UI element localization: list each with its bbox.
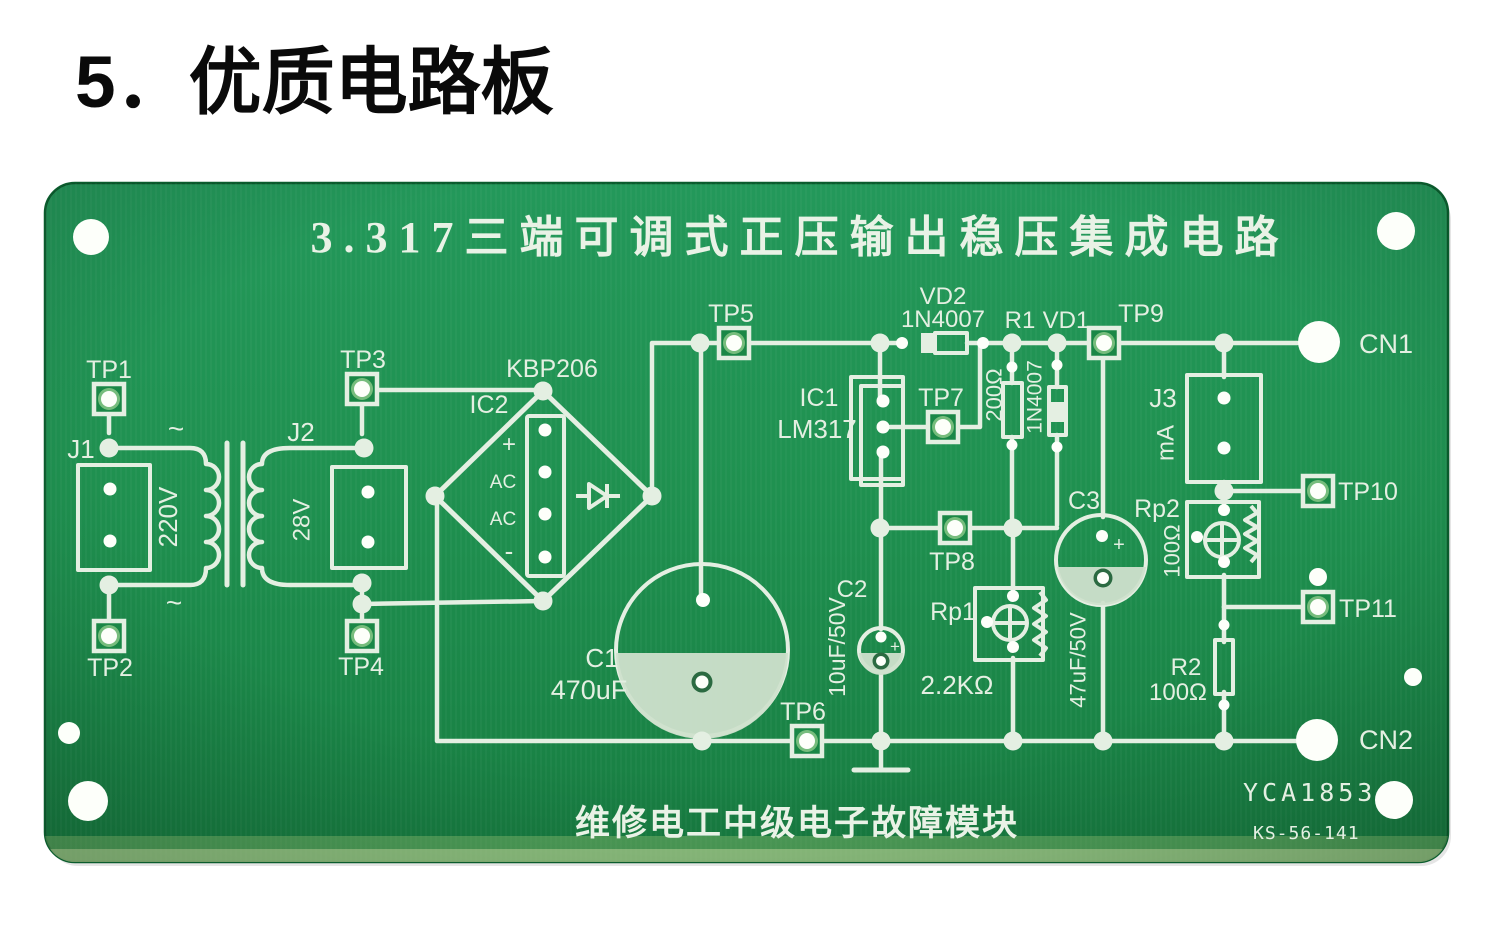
tp7-pad xyxy=(925,409,961,445)
label-transformer-secondary: 28V xyxy=(289,499,316,542)
label-tp6: TP6 xyxy=(780,698,826,726)
c3-polarity-mark: + xyxy=(1113,534,1125,556)
label-c1-value: 470uF xyxy=(551,675,628,705)
connector-j1-outline xyxy=(76,463,152,572)
board-model-number: KS-56-141 xyxy=(1253,823,1360,844)
page-title: 5．优质电路板 xyxy=(75,42,554,123)
label-tp10: TP10 xyxy=(1338,478,1398,506)
ic1-package-outline-b xyxy=(859,384,905,487)
label-vd1: VD1 xyxy=(1043,307,1090,334)
label-j3: J3 xyxy=(1149,383,1176,413)
tp3-pad xyxy=(344,371,380,407)
trace-tp4-bridge xyxy=(359,598,545,607)
label-tp3: TP3 xyxy=(340,346,386,374)
label-c1: C1 xyxy=(585,643,618,673)
resistor-r1-body xyxy=(1001,381,1024,439)
test-point-pads xyxy=(91,325,1336,759)
board-footer-text: 维修电工中级电子故障模块 xyxy=(575,804,1019,843)
mount-hole-bottom-left xyxy=(68,781,108,821)
label-lm317: LM317 xyxy=(777,414,857,444)
component-holes xyxy=(103,321,1340,761)
board-serial-number: YCA1853 xyxy=(1243,778,1376,807)
mount-hole-bottom-right xyxy=(1375,781,1413,819)
junction-dots xyxy=(99,333,1234,751)
tp4-pad xyxy=(344,618,380,654)
component-outlines xyxy=(76,331,1263,739)
bridge-diode-symbol xyxy=(576,482,620,510)
mounting-holes xyxy=(58,212,1422,821)
silkscreen-labels: 3.317三端可调式正压输出稳压集成电路 维修电工中级电子故障模块 YCA185… xyxy=(67,213,1413,844)
label-tp1: TP1 xyxy=(86,356,132,384)
mount-hole-top-right xyxy=(1377,212,1415,250)
trace-tp7-output-bus xyxy=(955,342,983,430)
label-r1-value: 200Ω xyxy=(982,368,1007,421)
tp10-pad xyxy=(1300,473,1336,509)
label-tp9: TP9 xyxy=(1118,300,1164,328)
cn1-hole xyxy=(1298,321,1340,363)
label-transformer-primary: 220V xyxy=(153,486,183,547)
label-tp7: TP7 xyxy=(918,384,964,412)
label-vd2-value: 1N4007 xyxy=(901,306,985,333)
tp6-pad xyxy=(789,723,825,759)
tp11-pad xyxy=(1300,589,1336,625)
resistor-r2-body xyxy=(1213,638,1235,696)
ac-mark-top: ~ xyxy=(168,413,184,444)
label-j3-unit: mA xyxy=(1153,425,1180,461)
cn2-hole xyxy=(1296,719,1338,761)
diode-vd1-body xyxy=(1047,385,1068,437)
small-hole-right-2 xyxy=(1404,668,1422,686)
label-rp1: Rp1 xyxy=(930,598,976,626)
tp2-pad xyxy=(91,618,127,654)
mount-hole-top-left xyxy=(73,219,109,255)
label-ic1: IC1 xyxy=(800,384,839,412)
ac-mark-bottom: ~ xyxy=(166,587,182,618)
bridge-pin-plus: + xyxy=(502,431,516,458)
label-r1: R1 xyxy=(1005,307,1036,334)
trimmer-rp2-outline xyxy=(1185,500,1261,579)
label-tp5: TP5 xyxy=(708,300,754,328)
label-tp2: TP2 xyxy=(87,654,133,682)
label-tp4: TP4 xyxy=(338,653,384,681)
tp9-pad xyxy=(1086,325,1122,361)
c2-polarity-mark: + xyxy=(890,637,900,656)
label-j1: J1 xyxy=(67,434,94,464)
small-hole-right-1 xyxy=(1309,568,1327,586)
tp8-pad xyxy=(937,510,973,546)
label-c2-value: 10uF/50V xyxy=(824,596,850,696)
trimmer-rp1-outline xyxy=(973,586,1048,662)
label-tp11: TP11 xyxy=(1339,595,1397,623)
label-rp1-value: 2.2KΩ xyxy=(921,670,994,700)
label-ic2: IC2 xyxy=(470,391,509,419)
bridge-pin-minus: - xyxy=(505,536,514,566)
tp5-pad xyxy=(716,325,752,361)
label-vd2: VD2 xyxy=(920,283,967,310)
connector-j2-outline xyxy=(330,465,408,570)
label-r2-value: 100Ω xyxy=(1149,679,1207,706)
pcb-board xyxy=(43,181,1450,864)
bridge-pin-ac2: AC xyxy=(490,509,516,530)
label-r2: R2 xyxy=(1171,654,1202,681)
label-cn1: CN1 xyxy=(1359,329,1413,359)
trace-primary-coil xyxy=(106,445,222,588)
label-tp8: TP8 xyxy=(929,548,975,576)
label-kbp206: KBP206 xyxy=(506,355,598,383)
board-title: 3.317三端可调式正压输出稳压集成电路 xyxy=(311,213,1290,262)
board-surface-texture xyxy=(45,183,1448,862)
bridge-pin-ac1: AC xyxy=(490,472,516,493)
label-c3-value: 47uF/50V xyxy=(1066,612,1091,708)
label-c2: C2 xyxy=(837,576,868,603)
label-j2: J2 xyxy=(287,417,314,447)
label-c3: C3 xyxy=(1068,487,1100,515)
tp1-pad xyxy=(91,381,127,417)
label-rp2-value: 100Ω xyxy=(1160,524,1185,577)
small-hole-bottom-left xyxy=(58,722,80,744)
label-vd1-value: 1N4007 xyxy=(1024,360,1047,434)
trace-secondary-coil xyxy=(246,445,367,588)
bridge-pin-strip xyxy=(525,414,566,578)
diode-vd2-body xyxy=(921,331,969,355)
label-cn2: CN2 xyxy=(1359,725,1413,755)
label-rp2: Rp2 xyxy=(1134,495,1180,523)
